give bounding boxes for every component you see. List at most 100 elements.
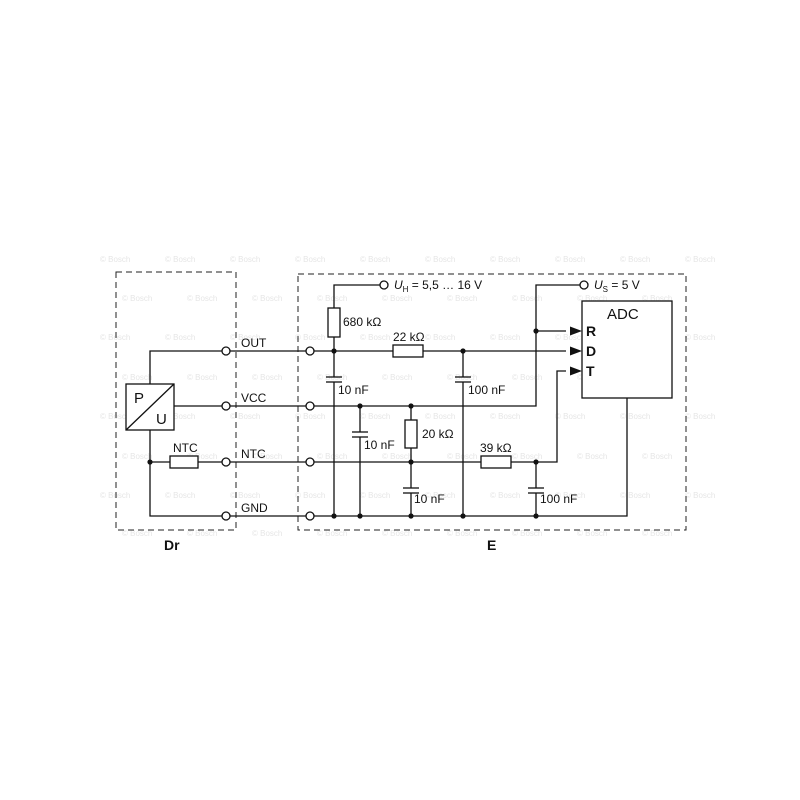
watermark-text: © Bosch	[382, 294, 412, 303]
e-out-terminal	[305, 346, 315, 356]
watermark-text: © Bosch	[512, 294, 542, 303]
watermark-text: © Bosch	[577, 529, 607, 538]
watermark-text: © Bosch	[295, 412, 325, 421]
watermark-text: © Bosch	[425, 255, 455, 264]
c-out-filter-label: 100 nF	[468, 383, 505, 397]
watermark-text: © Bosch	[490, 412, 520, 421]
watermark-text: © Bosch	[252, 452, 282, 461]
watermark-text: © Bosch	[425, 333, 455, 342]
watermark-text: © Bosch	[425, 412, 455, 421]
watermark-text: © Bosch	[555, 491, 585, 500]
wire-gnd-main	[314, 398, 628, 517]
watermark-text: © Bosch	[165, 255, 195, 264]
watermark-text: © Bosch	[512, 529, 542, 538]
c-out-label: 10 nF	[338, 383, 369, 397]
r-series-out-label: 22 kΩ	[393, 330, 425, 344]
watermark-text: © Bosch	[187, 373, 217, 382]
watermark-text: © Bosch	[642, 529, 672, 538]
watermark-text: © Bosch	[555, 333, 585, 342]
watermark-text: © Bosch	[490, 333, 520, 342]
watermark-text: © Bosch	[620, 412, 650, 421]
dr-out-terminal	[221, 346, 231, 356]
uh-supply-label: UH = 5,5 … 16 V	[394, 278, 482, 294]
watermark-text: © Bosch	[165, 412, 195, 421]
r-pullup-label: 680 kΩ	[343, 315, 381, 329]
watermark-text: © Bosch	[382, 373, 412, 382]
watermark-text: © Bosch	[490, 255, 520, 264]
watermark-text: © Bosch	[122, 529, 152, 538]
watermark-text: © Bosch	[165, 491, 195, 500]
watermark-text: © Bosch	[382, 529, 412, 538]
dr-block-label: Dr	[164, 537, 180, 553]
c-vcc-label: 10 nF	[364, 438, 395, 452]
watermark-text: © Bosch	[685, 491, 715, 500]
watermark-text: © Bosch	[122, 373, 152, 382]
adc-block	[581, 300, 673, 399]
watermark-text: © Bosch	[230, 412, 260, 421]
watermark-text: © Bosch	[490, 491, 520, 500]
c-ntc2-label: 100 nF	[540, 492, 577, 506]
junction-dot	[331, 513, 337, 519]
adc-input-d: D	[586, 343, 596, 359]
watermark-text: © Bosch	[360, 412, 390, 421]
e-block-label: E	[487, 537, 496, 553]
watermark-text: © Bosch	[230, 491, 260, 500]
watermark-text: © Bosch	[512, 452, 542, 461]
e-ntc-terminal	[305, 457, 315, 467]
pin-vcc-label: VCC	[241, 391, 267, 405]
watermark-text: © Bosch	[642, 294, 672, 303]
junction-dot	[357, 513, 363, 519]
r-ntc-series-label: 39 kΩ	[480, 441, 512, 455]
pin-ntc-label: NTC	[241, 447, 266, 461]
watermark-text: © Bosch	[360, 491, 390, 500]
junction-dot	[147, 459, 153, 465]
adc-input-t: T	[586, 363, 595, 379]
watermark-text: © Bosch	[360, 255, 390, 264]
e-gnd-terminal	[305, 511, 315, 521]
watermark-text: © Bosch	[100, 255, 130, 264]
watermark-text: © Bosch	[122, 452, 152, 461]
wire-vcc-to-us	[314, 284, 580, 407]
watermark-text: © Bosch	[425, 491, 455, 500]
watermark-text: © Bosch	[555, 255, 585, 264]
resistor-22k	[392, 344, 424, 358]
watermark-text: © Bosch	[317, 452, 347, 461]
watermark-text: © Bosch	[512, 373, 542, 382]
e-block-boundary	[297, 273, 687, 531]
watermark-text: © Bosch	[317, 529, 347, 538]
dr-vcc-terminal	[221, 401, 231, 411]
watermark-text: © Bosch	[295, 255, 325, 264]
watermark-text: © Bosch	[360, 333, 390, 342]
adc-title: ADC	[607, 306, 639, 323]
watermark-text: © Bosch	[252, 529, 282, 538]
watermark-text: © Bosch	[447, 294, 477, 303]
r-ntc-pullup-label: 20 kΩ	[422, 427, 454, 441]
watermark-text: © Bosch	[252, 373, 282, 382]
watermark-text: © Bosch	[230, 255, 260, 264]
watermark-text: © Bosch	[685, 412, 715, 421]
watermark-text: © Bosch	[100, 412, 130, 421]
watermark-text: © Bosch	[252, 294, 282, 303]
c-ntc1-label: 10 nF	[414, 492, 445, 506]
watermark-text: © Bosch	[100, 491, 130, 500]
watermark-text: © Bosch	[165, 333, 195, 342]
watermark-text: © Bosch	[382, 452, 412, 461]
e-vcc-terminal	[305, 401, 315, 411]
watermark-text: © Bosch	[685, 255, 715, 264]
watermark-text: © Bosch	[187, 452, 217, 461]
arrow-adc-d	[570, 346, 582, 356]
junction-dot	[460, 513, 466, 519]
watermark-text: © Bosch	[317, 294, 347, 303]
wire-sensor-out	[149, 350, 222, 384]
watermark-text: © Bosch	[555, 412, 585, 421]
watermark-text: © Bosch	[620, 491, 650, 500]
watermark-text: © Bosch	[577, 294, 607, 303]
ntc-resistor-label: NTC	[173, 441, 198, 455]
watermark-text: © Bosch	[100, 333, 130, 342]
resistor-39k	[480, 455, 512, 469]
watermark-text: © Bosch	[447, 529, 477, 538]
resistor-20k	[404, 419, 418, 449]
watermark-text: © Bosch	[295, 491, 325, 500]
watermark-text: © Bosch	[230, 333, 260, 342]
watermark-text: © Bosch	[620, 255, 650, 264]
